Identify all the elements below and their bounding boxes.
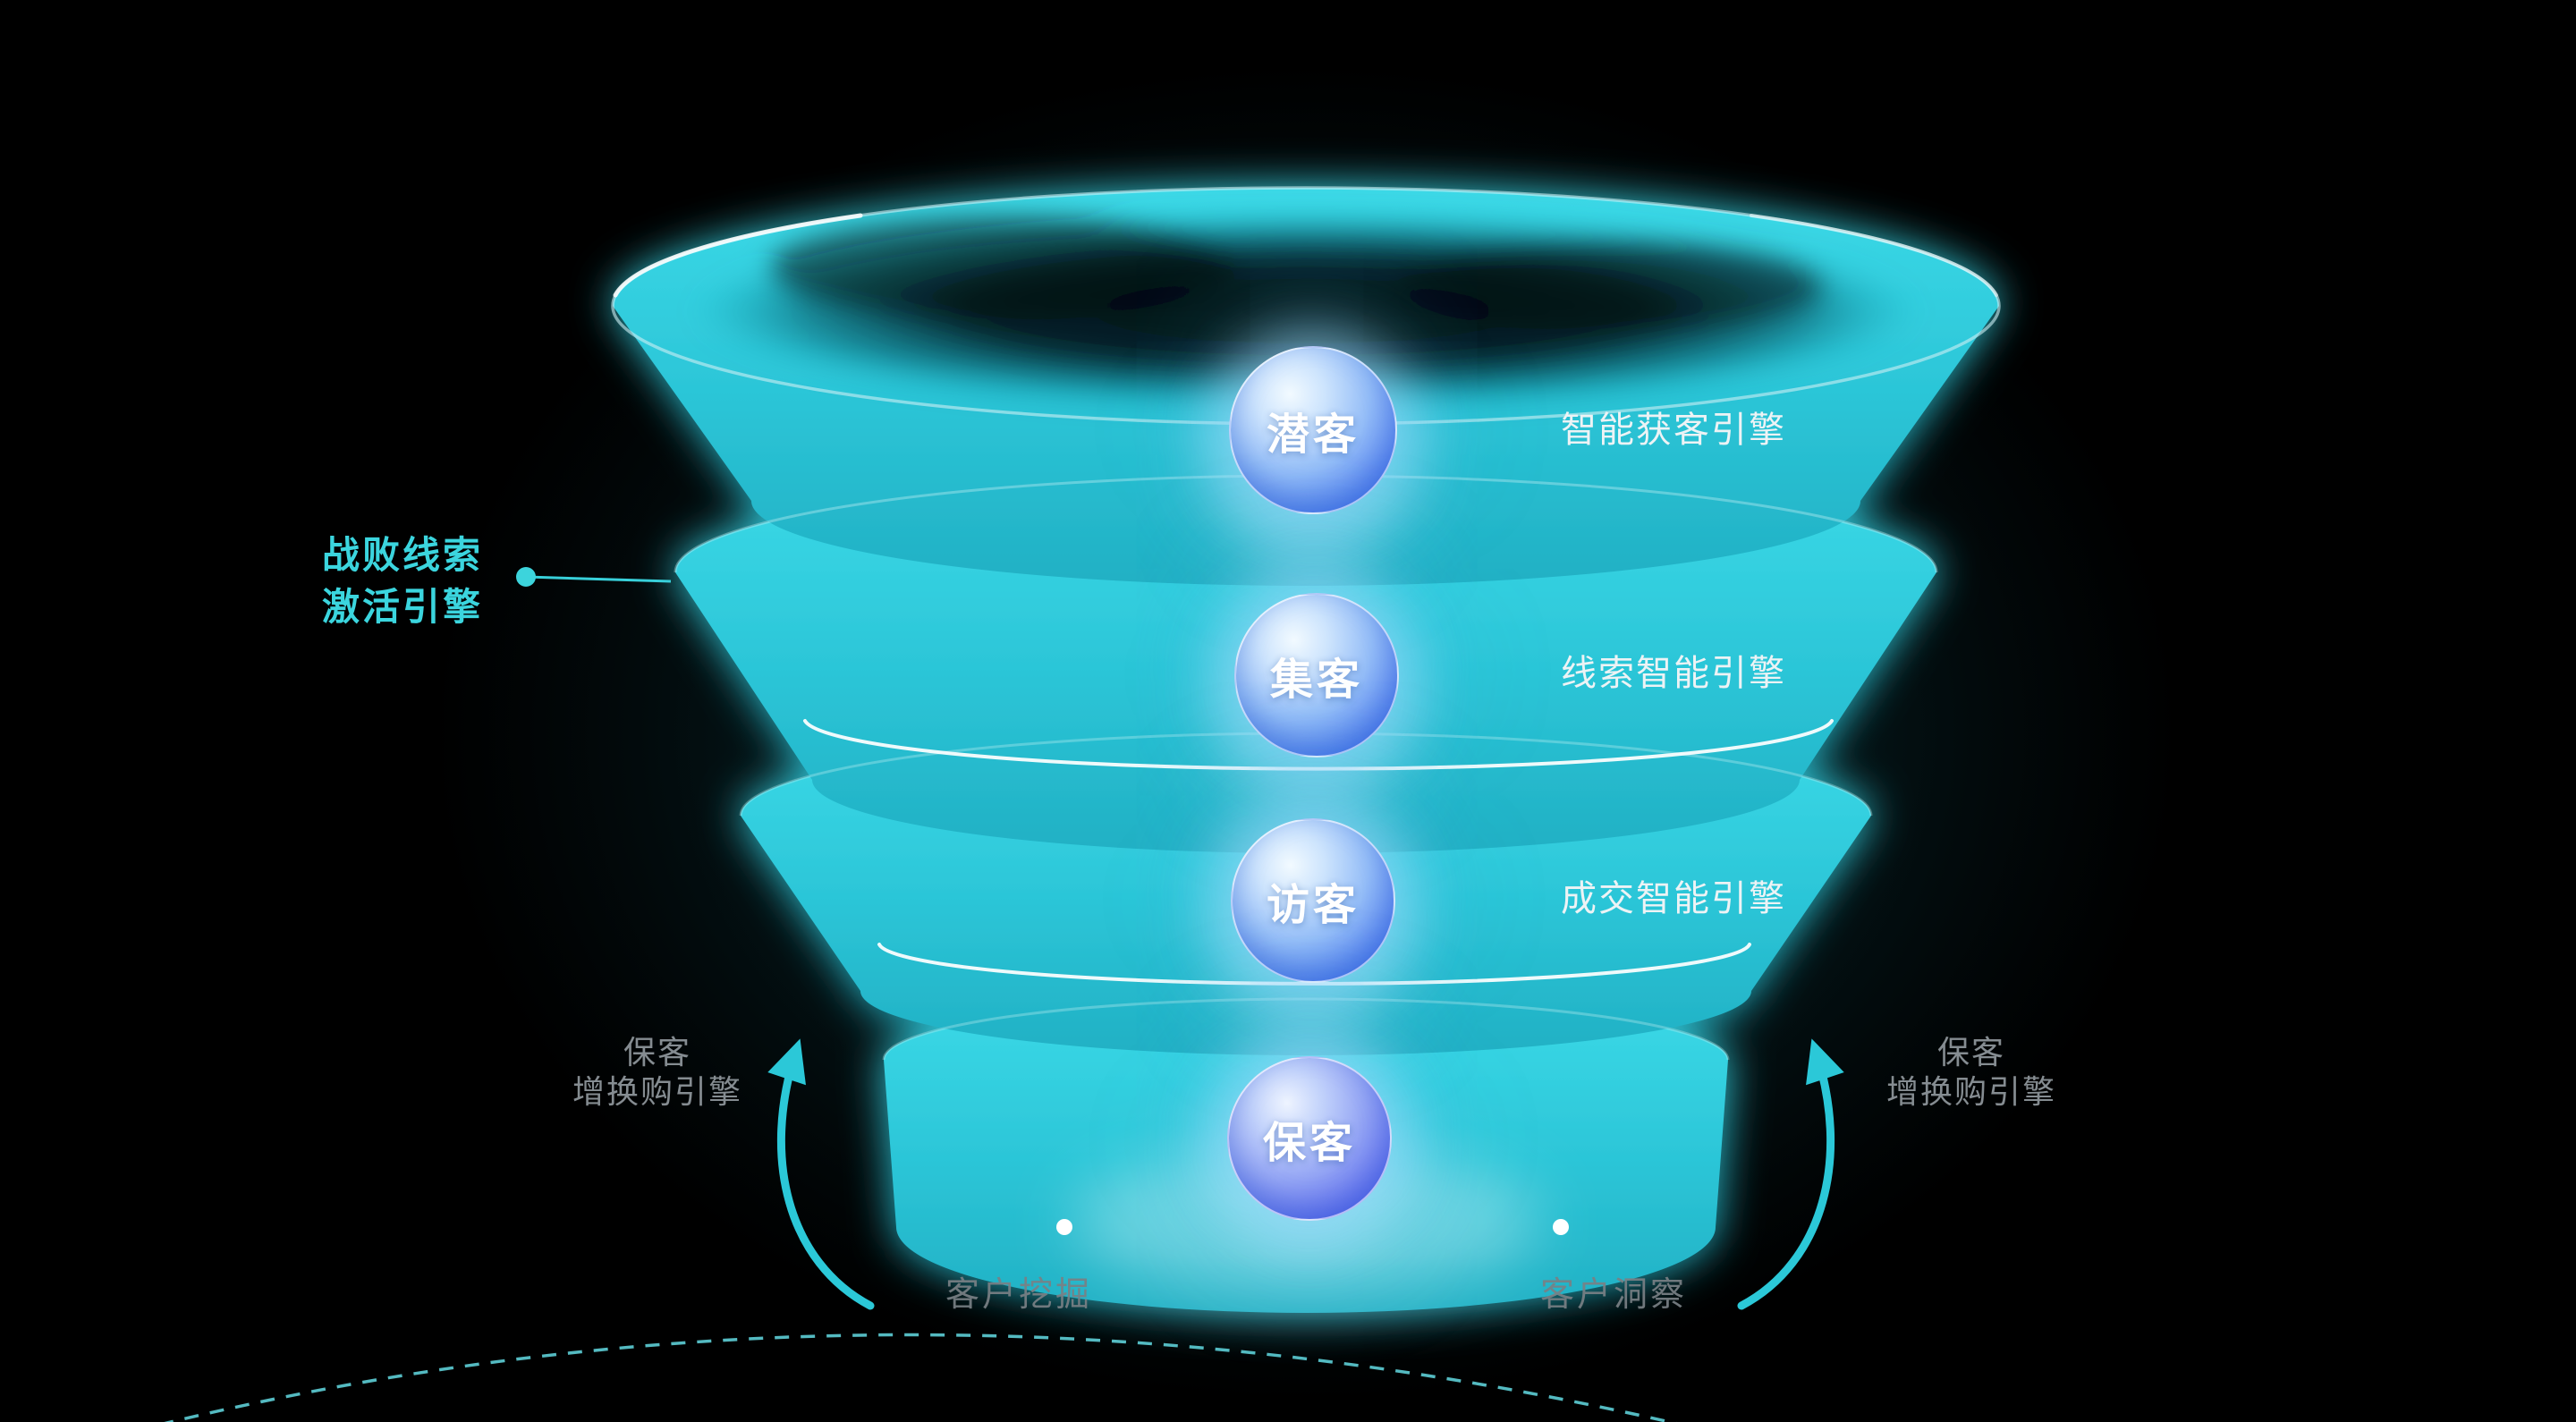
callout-dot (516, 567, 536, 587)
bottom-dot-left (1056, 1219, 1072, 1235)
stage-badge-label: 集客 (1269, 656, 1363, 704)
stage-badge-label: 潜客 (1266, 411, 1360, 459)
bottom-label-customer-insight: 客户洞察 (1539, 1276, 1687, 1314)
stage-badge-leads: 集客 (1234, 593, 1399, 758)
separator-arc-2 (877, 943, 1751, 986)
engine-label-deal-intelligence: 成交智能引擎 (1561, 879, 1786, 918)
rim-highlight-left (613, 213, 863, 298)
rim-highlight-right (1750, 214, 1998, 297)
funnel-opening (691, 213, 1921, 410)
right-loop-arrow (1737, 1038, 1844, 1310)
stage-badge-prospects: 潜客 (1229, 346, 1397, 514)
callout-line2: 激活引擎 (321, 586, 483, 628)
retention-line1: 保客 (623, 1034, 691, 1071)
stage-badge-retained: 保客 (1227, 1056, 1392, 1221)
stage-badge-label: 访客 (1266, 882, 1360, 929)
stage-badge-label: 保客 (1262, 1120, 1356, 1167)
left-loop-arrow (767, 1038, 875, 1310)
stage-badge-visitors: 访客 (1231, 818, 1395, 983)
bottom-dot-right (1553, 1219, 1569, 1235)
retention-line1: 保客 (1936, 1034, 2005, 1071)
retention-label-right: 保客 增换购引擎 (1792, 1033, 2150, 1112)
retention-line2: 增换购引擎 (572, 1073, 742, 1110)
engine-label-lead-intelligence: 线索智能引擎 (1561, 654, 1786, 693)
dashed-loop (164, 1333, 1677, 1422)
callout-lost-lead-engine: 战败线索 激活引擎 (215, 529, 590, 633)
callout-connector (525, 575, 672, 583)
separator-arc-1 (803, 719, 1834, 771)
callout-line1: 战败线索 (321, 534, 483, 576)
engine-label-acquisition: 智能获客引擎 (1561, 411, 1786, 450)
retention-label-left: 保客 增换购引擎 (479, 1033, 836, 1112)
retention-line2: 增换购引擎 (1885, 1073, 2056, 1110)
bottom-label-customer-mining: 客户挖掘 (945, 1276, 1092, 1314)
